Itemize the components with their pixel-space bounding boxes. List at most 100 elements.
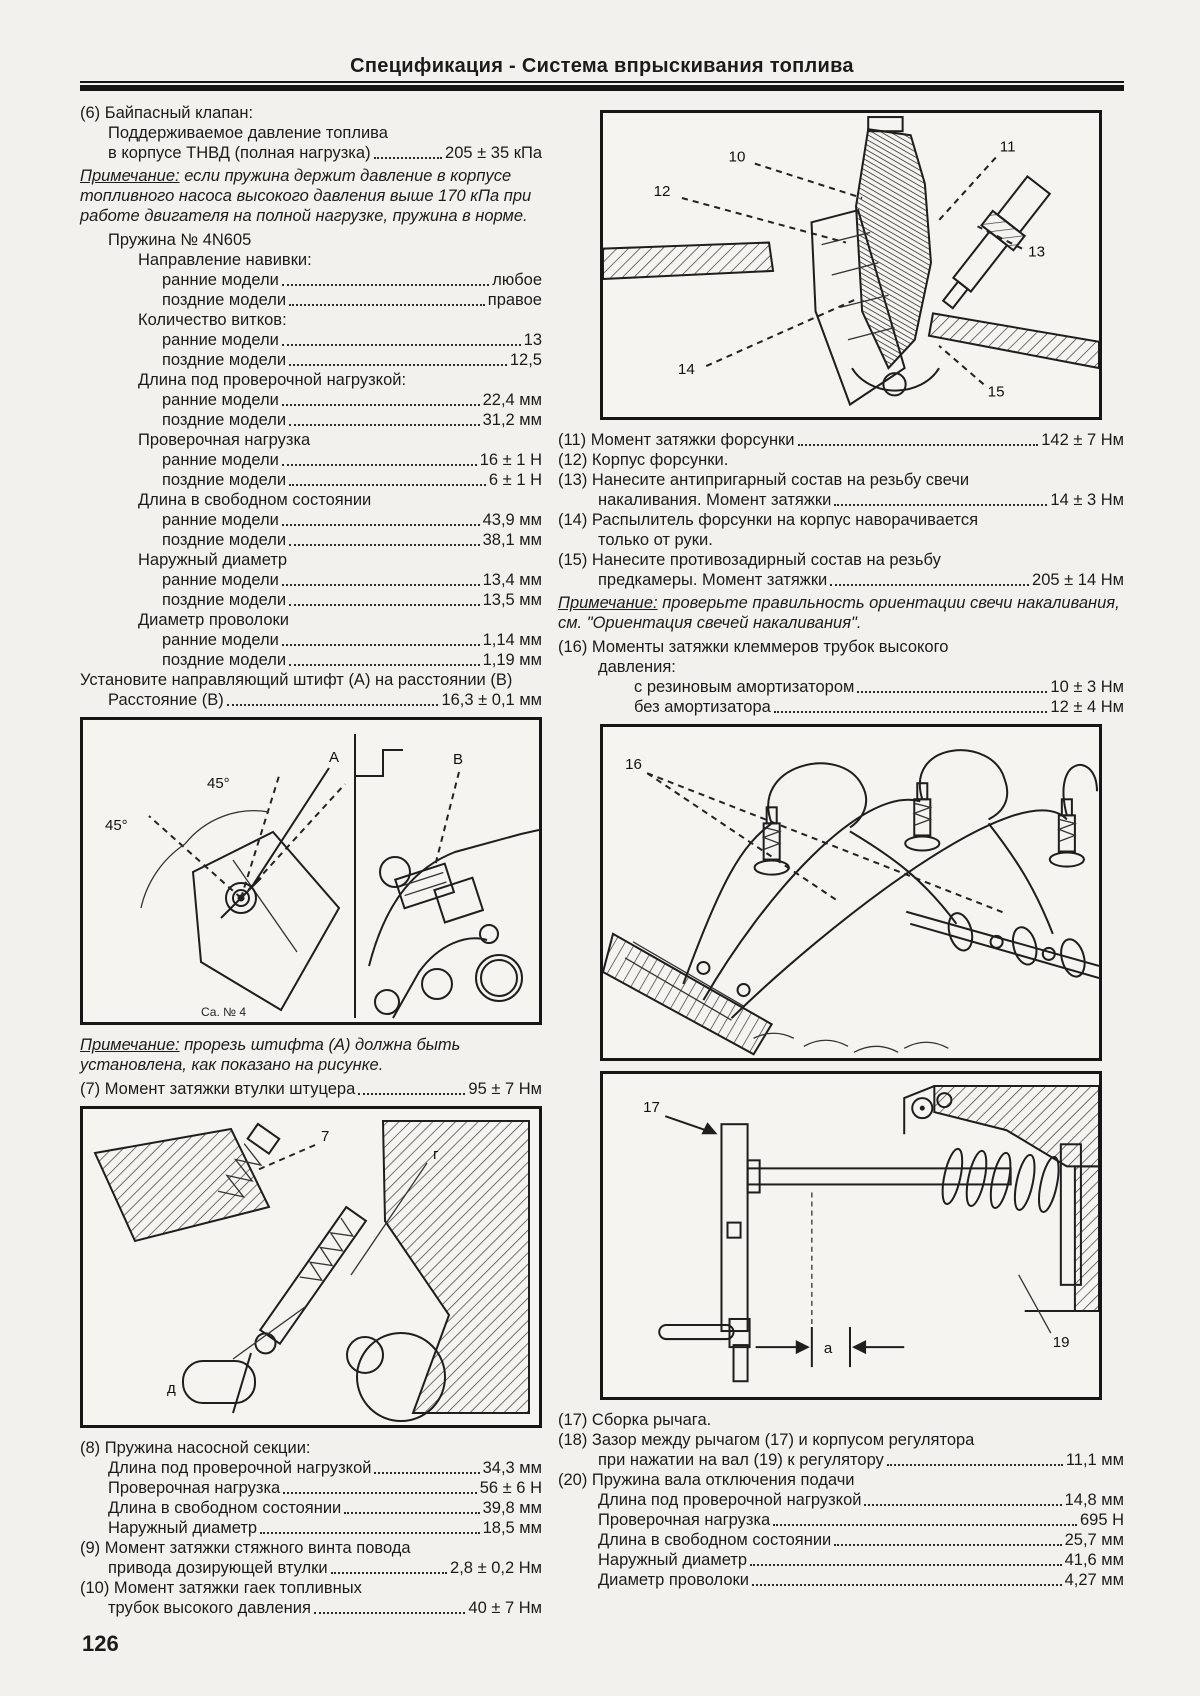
spec-label: ранние модели	[162, 271, 279, 289]
note: Примечание: проверьте правильность ориен…	[558, 593, 1124, 633]
line-text: давления:	[598, 657, 676, 676]
line-text: (14) Распылитель форсунки на корпус наво…	[558, 510, 979, 529]
dots-leader	[289, 484, 486, 486]
page-number: 126	[82, 1631, 119, 1656]
injectors	[753, 781, 1085, 876]
callout-10: 10	[729, 149, 746, 166]
callout-14: 14	[678, 361, 695, 378]
spec-value: 31,2 мм	[482, 411, 542, 429]
line-text: Пружина № 4N605	[108, 231, 252, 249]
spec-label: поздние модели	[162, 291, 287, 309]
spec-label: без амортизатора	[634, 697, 771, 716]
dots-leader	[281, 464, 477, 466]
line-text: (20) Пружина вала отключения подачи	[558, 1471, 855, 1490]
line-text: (16) Моменты затяжки клеммеров трубок вы…	[558, 637, 949, 656]
pump-section-drawing: д 7 г	[93, 1120, 530, 1422]
left-column: (6) Байпасный клапан: Поддерживаемое дав…	[80, 103, 542, 1656]
text-line: Установите направляющий штифт (А) на рас…	[80, 670, 542, 690]
spec-label: предкамеры. Момент затяжки	[598, 570, 828, 589]
line-text: Наружный диаметр	[138, 551, 288, 569]
line-text: (15) Нанесите противозадирный состав на …	[558, 550, 941, 569]
spec-row: Длина в свободном состоянии 25,7 мм	[558, 1530, 1124, 1550]
spec-label: Длина под проверочной нагрузкой	[108, 1459, 372, 1477]
spec-value: 41,6 мм	[1064, 1551, 1124, 1570]
dots-leader	[289, 604, 480, 606]
line-text: (17) Сборка рычага.	[558, 1411, 712, 1430]
line-text: только от руки.	[598, 530, 713, 549]
spec-value: 16 ± 1 Н	[479, 451, 542, 469]
shaft-and-spring	[746, 1143, 1082, 1286]
line-text: Количество витков:	[138, 311, 287, 329]
dots-leader	[797, 443, 1039, 446]
dots-leader	[260, 1532, 480, 1534]
spec-label: Длина в свободном состоянии	[108, 1499, 342, 1517]
line-text: (12) Корпус форсунки.	[558, 450, 729, 469]
dots-leader	[330, 1572, 448, 1574]
spec-row: в корпусе ТНВД (полная нагрузка) 205 ± 35…	[80, 143, 542, 163]
callout-7: 7	[321, 1128, 329, 1145]
pin-orientation-drawing: 45° 45° А Са. № 4	[105, 734, 539, 1019]
text-line: (13) Нанесите антипригарный состав на ре…	[558, 470, 1124, 490]
pipes	[682, 748, 1098, 1019]
dots-leader	[751, 1584, 1062, 1587]
spec-value: 205 ± 35 кПа	[445, 144, 542, 162]
dots-leader	[281, 344, 521, 346]
callout-16: 16	[625, 756, 642, 773]
line-text: Поддерживаемое давление топлива	[108, 124, 388, 142]
header-rule	[80, 81, 1124, 91]
note-text: если пружина держит давление в корпусе т…	[80, 167, 532, 225]
spec-value: 34,3 мм	[482, 1459, 542, 1477]
text-line: (20) Пружина вала отключения подачи	[558, 1470, 1124, 1490]
spec-value: 205 ± 14 Нм	[1032, 570, 1124, 589]
line-text: (8) Пружина насосной секции:	[80, 1439, 311, 1457]
spec-label: Длина в свободном состоянии	[598, 1531, 832, 1550]
spec-value: 13,5 мм	[482, 591, 542, 609]
figure-pin-orientation: 45° 45° А Са. № 4	[80, 717, 542, 1025]
spec-label: при нажатии на вал (19) к регулятору	[598, 1451, 884, 1470]
spec-value: 4,27 мм	[1064, 1571, 1124, 1590]
spec-row: Расстояние (В)16,3 ± 0,1 мм	[80, 690, 542, 710]
spec-value: 1,19 мм	[482, 651, 542, 669]
spec-value: 6 ± 1 Н	[488, 471, 542, 489]
spec-label: в корпусе ТНВД (полная нагрузка)	[108, 144, 371, 162]
dots-leader	[773, 1524, 1077, 1527]
dots-leader	[344, 1512, 480, 1514]
text-line: Длина в свободном состоянии	[80, 490, 542, 510]
line-text: Диаметр проволоки	[138, 611, 289, 629]
spec-label: ранние модели	[162, 571, 279, 589]
spec-value: 2,8 ± 0,2 Нм	[450, 1559, 542, 1577]
dots-leader	[358, 1093, 466, 1095]
spec-value: 22,4 мм	[482, 391, 542, 409]
spec-label: (7) Момент затяжки втулки штуцера	[80, 1080, 356, 1098]
spec-label: Диаметр проволоки	[598, 1571, 749, 1590]
callout-d: д	[167, 1380, 176, 1397]
callout-11: 11	[1000, 138, 1016, 155]
note-text: проверьте правильность ориентации свечи …	[558, 593, 1120, 632]
line-text: Длина под проверочной нагрузкой:	[138, 371, 407, 389]
spec-value: 25,7 мм	[1064, 1531, 1124, 1550]
dots-leader	[857, 690, 1048, 693]
line-text: (13) Нанесите антипригарный состав на ре…	[558, 470, 970, 489]
spec-label: поздние модели	[162, 651, 287, 669]
figure-pump-section: д 7 г	[80, 1106, 542, 1428]
spec-label: ранние модели	[162, 511, 279, 529]
dots-leader	[374, 1472, 480, 1474]
pin-plate-panel: 45° 45° А Са. № 4	[105, 749, 346, 1019]
angle-label: 45°	[207, 775, 230, 792]
dots-leader	[313, 1612, 466, 1614]
text-line: (10) Момент затяжки гаек топливных	[80, 1578, 542, 1598]
